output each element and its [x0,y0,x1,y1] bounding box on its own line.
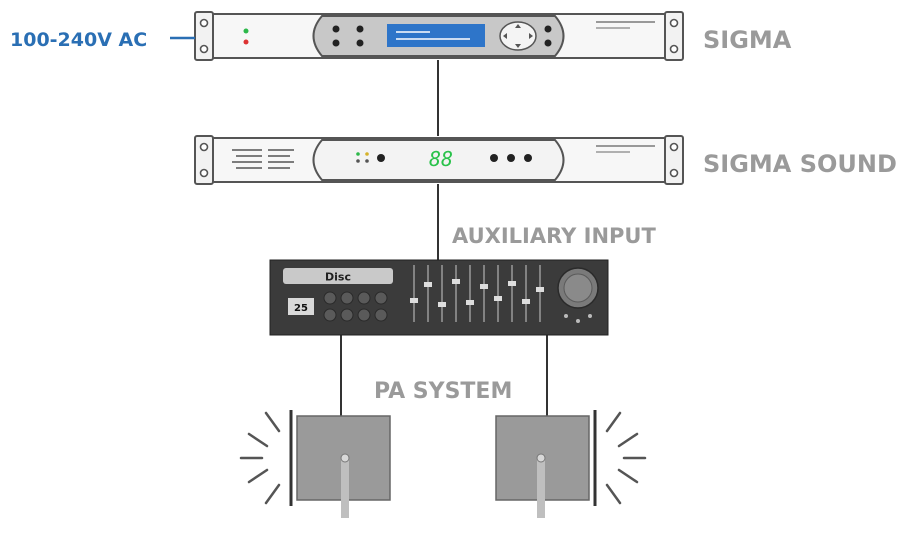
navigation-pad [499,21,537,51]
power-input: 100-240V AC [10,29,195,51]
sigma-rack-unit [194,11,684,61]
fader-knob [522,299,530,304]
button [356,39,364,47]
auxiliary-input-label: AUXILIARY INPUT [452,224,656,248]
track-display [288,298,314,315]
arrow-right-icon [529,33,533,39]
button [332,25,340,33]
fader-knob [480,284,488,289]
arrow-down-icon [515,44,521,48]
disc-slot [283,268,393,284]
button [507,154,515,162]
indicator-led [365,159,369,163]
power-led-red [243,39,249,45]
vent-grille [232,149,294,169]
arrow-up-icon [515,24,521,28]
track-number: 25 [294,303,308,314]
button [544,39,552,47]
indicator-led [356,159,360,163]
arrow-left-icon [503,33,507,39]
indicator-led [356,152,360,156]
fader-knob [536,287,544,292]
right-speaker [495,410,647,518]
button [544,25,552,33]
indicator-led [365,152,369,156]
fader-knob [466,300,474,305]
button [332,39,340,47]
sigma-lcd-display [387,24,485,47]
sound-wave-icon [239,411,281,505]
keypad [323,291,388,322]
sigma-sound-control-panel [312,139,565,181]
power-input-label: 100-240V AC [10,29,147,51]
button [377,154,385,162]
fader-bank [410,265,544,322]
sigma-sound-label: SIGMA SOUND [703,150,897,178]
button [524,154,532,162]
sound-wave-icon [605,411,647,505]
pa-system-label: PA SYSTEM [374,379,512,404]
fader-knob [508,281,516,286]
sigma-sound-rack-unit: 88 [194,135,684,185]
fader-knob [410,298,418,303]
left-speaker [239,410,391,518]
fader-knob [424,282,432,287]
sigma-label: SIGMA [703,26,792,54]
fader-knob [494,296,502,301]
button [576,319,580,323]
sigma-sound-display: 88 [429,147,453,171]
button [564,314,568,318]
button [490,154,498,162]
fader-knob [438,302,446,307]
button [588,314,592,318]
mixer-console: Disc 25 [269,259,609,336]
power-led-green [243,28,249,34]
disc-label: Disc [325,271,351,284]
fader-knob [452,279,460,284]
button [356,25,364,33]
